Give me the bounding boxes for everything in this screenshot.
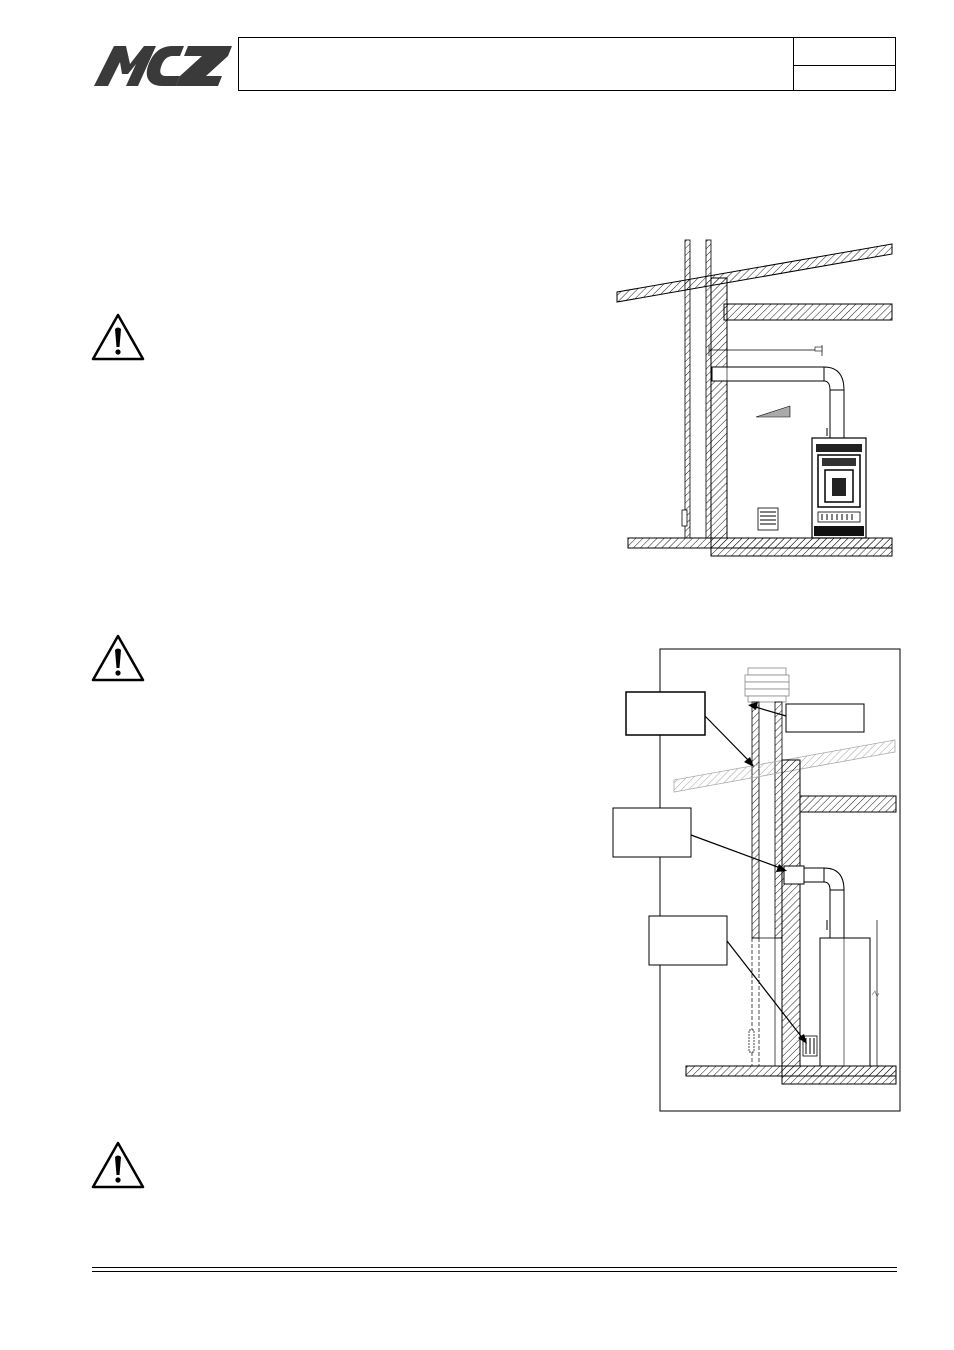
mcz-logo-mark bbox=[94, 46, 232, 86]
callout-box-1 bbox=[625, 691, 706, 736]
footer-rule-thin bbox=[92, 1271, 897, 1272]
warning-triangle-icon bbox=[91, 634, 145, 682]
callout-box-2 bbox=[785, 703, 865, 733]
figure-1 bbox=[616, 239, 893, 557]
callout-box-4 bbox=[648, 915, 728, 966]
header-reference-cell bbox=[793, 38, 895, 90]
chimney-cowl-illustration bbox=[744, 667, 790, 703]
pellet-stove-illustration bbox=[811, 437, 867, 539]
warning-triangle-icon bbox=[91, 1141, 145, 1189]
header-cell-divider bbox=[794, 65, 895, 66]
brand-logo bbox=[92, 42, 234, 88]
footer-rule bbox=[92, 1267, 897, 1268]
callout-box-3 bbox=[612, 807, 692, 858]
header-box bbox=[238, 37, 896, 91]
figure-2 bbox=[612, 648, 901, 1112]
warning-triangle-icon bbox=[91, 313, 145, 361]
